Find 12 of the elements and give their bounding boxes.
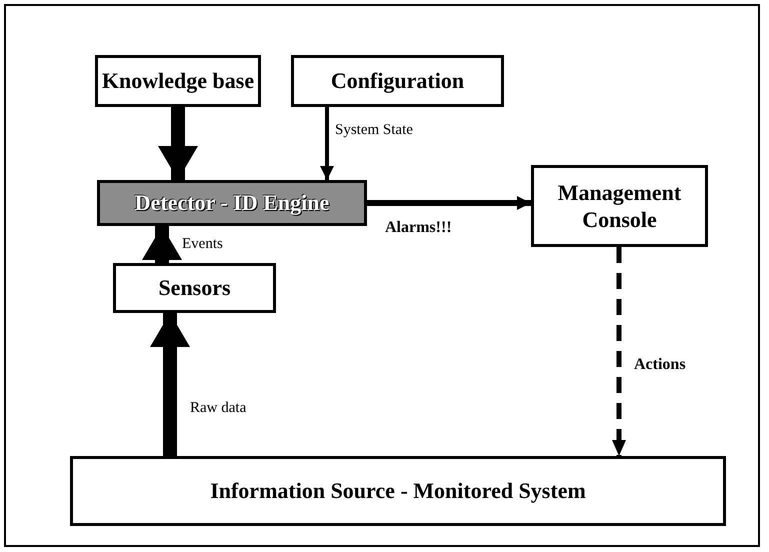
dashed-arrow — [612, 247, 626, 456]
process-box: Configuration — [291, 55, 504, 107]
process-box: Sensors — [113, 263, 276, 313]
arrow — [150, 313, 190, 456]
process-box: Management Console — [531, 165, 708, 247]
process-box: Information Source - Monitored System — [70, 456, 726, 526]
engine-box: Detector - ID Engine — [97, 180, 367, 226]
arrow — [158, 107, 198, 180]
arrow — [367, 196, 531, 210]
process-box: Knowledge base — [95, 55, 261, 107]
edge-label: System State — [333, 122, 415, 139]
arrow — [320, 107, 334, 180]
